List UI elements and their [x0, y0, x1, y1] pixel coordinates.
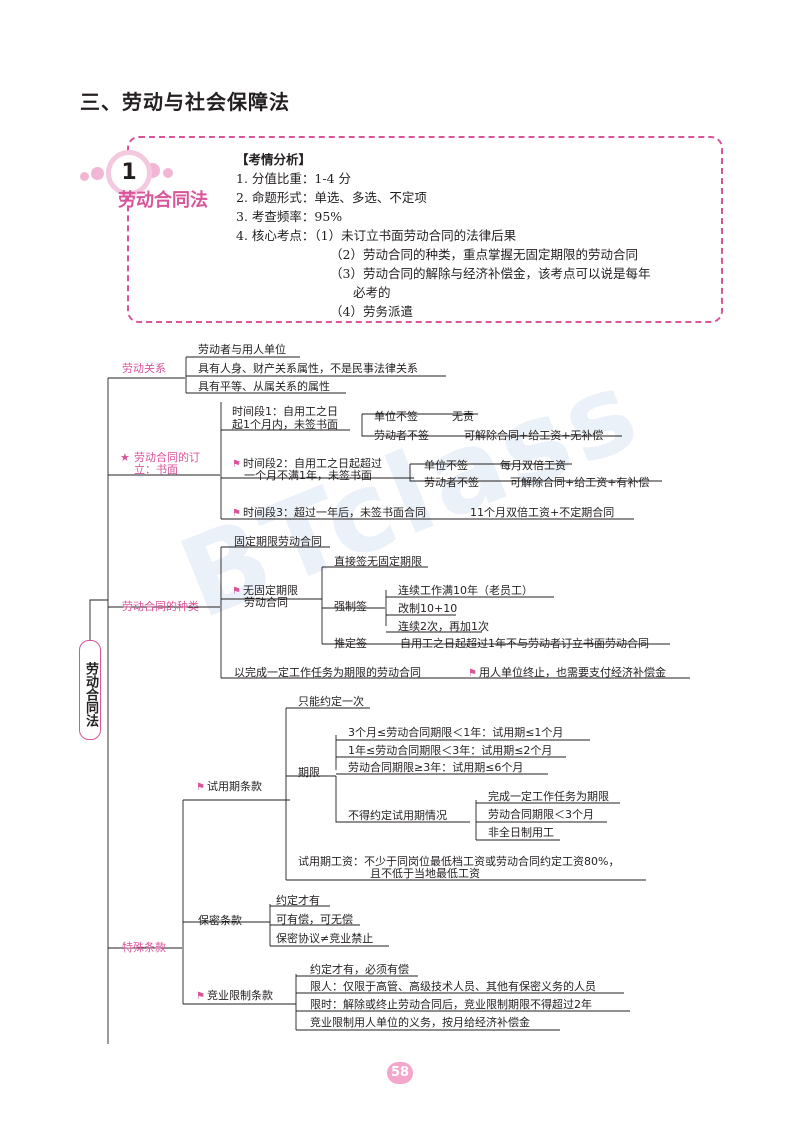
leaf: 改制10+10: [398, 602, 458, 615]
leaf: 约定才有: [276, 894, 320, 907]
analysis-box: [127, 136, 723, 323]
leaf: 非全日制用工: [488, 826, 554, 839]
node: 时间段1：自用工之日: [232, 405, 338, 418]
leaf: 只能约定一次: [298, 695, 364, 708]
leaf: 限人：仅限于高管、高级技术人员、其他有保密义务的人员: [310, 980, 596, 993]
analysis-subline: （2）劳动合同的种类，重点掌握无固定期限的劳动合同: [330, 247, 638, 262]
leaf: 劳动合同期限＜3个月: [488, 808, 594, 821]
leaf: 每月双倍工资: [500, 459, 566, 472]
leaf: 1年≤劳动合同期限＜3年：试用期≤2个月: [348, 744, 553, 757]
leaf: 连续工作满10年（老员工）: [398, 584, 533, 597]
leaf: 保密协议≠竞业禁止: [276, 932, 374, 945]
section-number-badge: 1: [106, 150, 152, 196]
analysis-line: 4. 核心考点：（1）未订立书面劳动合同的法律后果: [236, 228, 517, 243]
leaf: 劳动者与用人单位: [198, 343, 286, 356]
node: ⚑时间段2：自用工之日起超过: [232, 457, 382, 470]
analysis-heading: 【考情分析】: [236, 152, 312, 167]
node: ⚑无固定期限: [232, 584, 298, 597]
flag-icon: ⚑: [232, 586, 241, 597]
analysis-line: 3. 考查频率：95%: [236, 209, 343, 224]
node: 劳动合同: [244, 596, 288, 609]
analysis-subline: （3）劳动合同的解除与经济补偿金，该考点可以说是每年: [330, 266, 651, 281]
leaf: 固定期限劳动合同: [234, 535, 322, 548]
leaf: 连续2次，再加1次: [398, 620, 489, 633]
dot-decoration: [163, 168, 173, 178]
node: 强制签: [334, 600, 367, 613]
branch-types: 劳动合同的种类: [122, 600, 199, 613]
branch-conclusion: 劳动合同的订: [134, 451, 200, 464]
leaf: 约定才有，必须有偿: [310, 963, 409, 976]
leaf: ⚑用人单位终止，也需要支付经济补偿金: [468, 666, 666, 679]
leaf: 直接签无固定期限: [334, 555, 422, 568]
page-number: 58: [387, 1062, 413, 1084]
analysis-subline: 必考的: [353, 285, 391, 300]
node: 不得约定试用期情况: [348, 809, 447, 822]
node: 推定签: [334, 637, 367, 650]
root-node: 劳动合同法: [79, 640, 101, 740]
leaf: 单位不签: [374, 410, 418, 423]
flag-icon: ⚑: [196, 991, 205, 1002]
leaf: 劳动者不签: [424, 476, 479, 489]
leaf: 竞业限制用人单位的义务，按月给经济补偿金: [310, 1016, 530, 1029]
node: 期限: [298, 766, 320, 779]
leaf: 可解除合同+给工资+有补偿: [510, 476, 650, 489]
analysis-line: 1. 分值比重：1-4 分: [236, 171, 352, 186]
flag-icon: ⚑: [196, 782, 205, 793]
leaf: 单位不签: [424, 459, 468, 472]
node: ⚑时间段3：超过一年后，未签书面合同: [232, 506, 426, 519]
leaf: 3个月≤劳动合同期限＜1年：试用期≤1个月: [348, 726, 564, 739]
section-label: 劳动合同法: [118, 190, 208, 211]
flag-icon: ⚑: [468, 668, 477, 679]
node: 以完成一定工作任务为期限的劳动合同: [234, 666, 421, 679]
node: ⚑试用期条款: [196, 780, 262, 793]
leaf: 限时：解除或终止劳动合同后，竞业限制期限不得超过2年: [310, 998, 592, 1011]
leaf: 劳动合同期限≥3年：试用期≤6个月: [348, 761, 524, 774]
leaf: 11个月双倍工资+不定期合同: [470, 506, 615, 519]
leaf: 无责: [452, 410, 474, 423]
star-icon: ★: [120, 451, 130, 464]
leaf: 自用工之日起超过1年不与劳动者订立书面劳动合同: [400, 637, 649, 650]
flag-icon: ⚑: [232, 508, 241, 519]
leaf: 可解除合同+给工资+无补偿: [464, 429, 604, 442]
analysis-line: 2. 命题形式：单选、多选、不定项: [236, 190, 427, 205]
flag-icon: ⚑: [232, 459, 241, 470]
page-title: 三、劳动与社会保障法: [80, 90, 290, 114]
dot-decoration: [91, 167, 104, 180]
dot-decoration: [80, 172, 89, 181]
node: ⚑竞业限制条款: [196, 989, 273, 1002]
leaf: 具有人身、财产关系属性，不是民事法律关系: [198, 362, 418, 375]
node: 起1个月内，未签书面: [232, 418, 338, 431]
branch-relation: 劳动关系: [122, 362, 166, 375]
leaf: 可有偿，可无偿: [276, 913, 353, 926]
branch-conclusion: 立：书面: [134, 463, 178, 476]
node: 一个月不满1年，未签书面: [244, 469, 372, 482]
node: 保密条款: [198, 914, 242, 927]
leaf: 试用期工资：不少于同岗位最低档工资或劳动合同约定工资80%，: [298, 855, 620, 868]
analysis-subline: （4）劳务派遣: [330, 304, 413, 319]
leaf: 且不低于当地最低工资: [370, 867, 480, 880]
leaf: 具有平等、从属关系的属性: [198, 380, 330, 393]
branch-special: 特殊条款: [122, 941, 166, 954]
leaf: 完成一定工作任务为期限: [488, 790, 609, 803]
leaf: 劳动者不签: [374, 429, 429, 442]
